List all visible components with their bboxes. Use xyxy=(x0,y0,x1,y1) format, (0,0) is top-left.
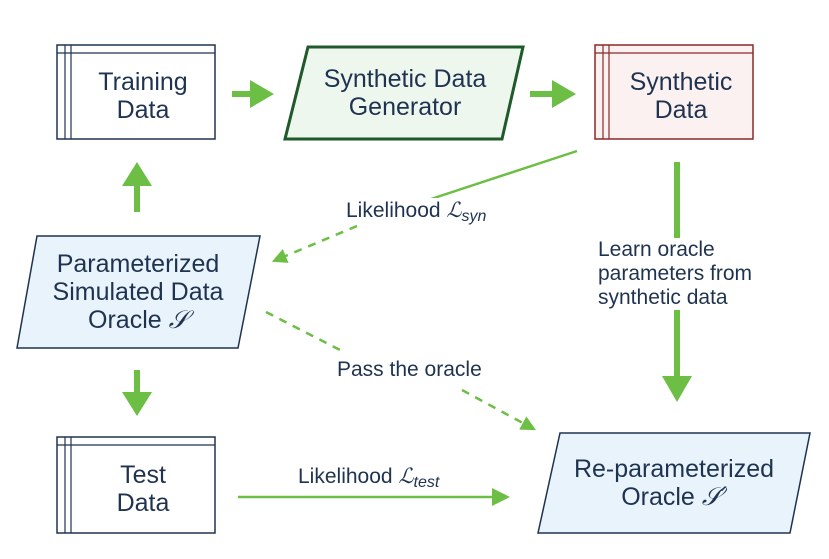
likelihood-syn-line xyxy=(427,149,578,202)
likelihood-test-label: Likelihood ℒtest xyxy=(298,464,440,491)
reparameterized-oracle-text: Re-parameterized Oracle xyxy=(573,455,775,511)
reparameterized-oracle-label: Re-parameterized Oracle 𝒮′ xyxy=(548,433,800,533)
arrow-likelihood-to-oracle xyxy=(271,224,358,263)
synthetic-data-label: Synthetic Data xyxy=(629,68,733,124)
likelihood-syn-text: Likelihood xyxy=(346,199,447,222)
arrow-test-to-reoracle xyxy=(238,488,510,506)
likelihood-syn-symbol: ℒ xyxy=(446,198,462,222)
oracle-symbol: 𝒮 xyxy=(168,305,188,334)
reparameterized-oracle-symbol: 𝒮′ xyxy=(701,482,727,511)
pass-oracle-line-1 xyxy=(265,310,341,352)
likelihood-test-subscript: test xyxy=(413,474,440,491)
test-data-label: Test Data xyxy=(116,461,170,517)
likelihood-syn-subscript: syn xyxy=(461,208,487,225)
training-data-label: Training Data xyxy=(98,68,188,124)
training-data-box xyxy=(56,44,216,140)
likelihood-test-symbol: ℒ xyxy=(398,464,414,488)
test-data-box xyxy=(56,436,216,534)
synthetic-data-generator-label: Synthetic Data Generator xyxy=(323,65,487,121)
synthetic-data-generator-shape xyxy=(283,45,525,141)
simulated-oracle-shape xyxy=(16,235,261,349)
simulated-oracle-text: Parameterized Simulated Data Oracle xyxy=(52,250,224,334)
learn-oracle-label: Learn oracle parameters from synthetic d… xyxy=(594,238,757,310)
arrow-generator-to-synthetic xyxy=(530,80,576,108)
likelihood-syn-label: Likelihood ℒsyn xyxy=(346,198,487,225)
synthetic-data-box xyxy=(594,44,754,140)
reparameterized-oracle-shape xyxy=(537,432,811,534)
arrow-oracle-to-training xyxy=(122,162,152,212)
pass-oracle-arrow xyxy=(461,388,536,431)
likelihood-test-text: Likelihood xyxy=(298,465,399,488)
pass-oracle-label: Pass the oracle xyxy=(333,358,486,382)
simulated-oracle-label: Parameterized Simulated Data Oracle 𝒮 xyxy=(28,236,248,348)
arrow-training-to-generator xyxy=(232,80,274,108)
arrow-oracle-to-test xyxy=(122,370,152,416)
